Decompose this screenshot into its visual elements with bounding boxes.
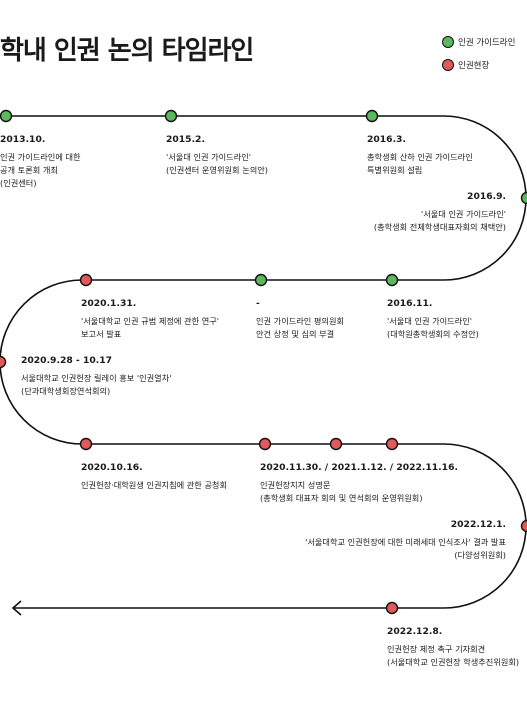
event-2013-10: 2013.10. 인권 가이드라인에 대한 공개 토론회 개최 (인권센터)	[0, 133, 81, 190]
node-2016-3	[365, 109, 379, 123]
event-council: - 인권 가이드라인 평의원회 안건 상정 및 심의 부결	[256, 297, 344, 341]
event-desc: 총학생회 산하 인권 가이드라인	[367, 152, 473, 162]
event-date: 2020.10.16.	[81, 462, 143, 473]
node-2020-10-16	[79, 437, 93, 451]
legend-label-charter: 인권현장	[458, 60, 490, 71]
event-desc: 공개 토론회 개최	[0, 165, 58, 175]
event-desc: 인권헌장지지 성명문	[260, 480, 331, 490]
legend: 인권 가이드라인 인권현장	[442, 34, 527, 80]
event-date: 2016.11.	[387, 298, 433, 309]
event-desc: 안건 상정 및 심의 부결	[256, 329, 335, 339]
event-date: 2020.11.30. / 2021.1.12. / 2022.11.16.	[260, 462, 458, 473]
event-desc: 특별위원회 설립	[367, 165, 423, 175]
node-council	[254, 273, 268, 287]
event-desc: '서울대학교 인권 규범 제정에 관한 연구'	[81, 316, 220, 326]
legend-green-dot-icon	[442, 35, 454, 48]
event-date: 2016.3.	[367, 134, 406, 145]
event-desc: 인권헌장 제정 촉구 기자회견	[387, 644, 486, 654]
event-desc: (총학생회 전체학생대표자회의 채택안)	[373, 222, 506, 232]
node-2015-2	[164, 109, 178, 123]
arrow-left-icon	[11, 600, 22, 616]
event-desc: 인권헌장·대학원생 인권지침에 관한 공청회	[81, 480, 227, 490]
event-2020-10-16: 2020.10.16. 인권헌장·대학원생 인권지침에 관한 공청회	[81, 461, 227, 492]
event-2015-2: 2015.2. '서울대 인권 가이드라인' (인권센터 운영위원회 논의안)	[166, 133, 268, 177]
event-2020-9-28: 2020.9.28 - 10.17 서울대학교 인권헌장 릴레이 홍보 '인권열…	[21, 354, 172, 398]
event-desc: (서울대학교 인권헌장 학생추진위원회)	[387, 657, 520, 667]
legend-item-guideline: 인권 가이드라인	[442, 34, 527, 49]
event-desc: (인권센터)	[0, 178, 37, 188]
event-desc: '서울대학교 인권헌장에 대한 미래세대 인식조사' 결과 발표	[305, 537, 506, 547]
event-date: 2022.12.1.	[450, 519, 506, 530]
node-2021-1-12	[329, 437, 343, 451]
node-2013-10	[0, 109, 13, 123]
event-desc: 서울대학교 인권헌장 릴레이 홍보 '인권열차'	[21, 373, 172, 383]
node-2020-9-28	[0, 355, 7, 369]
event-desc: (다양성위원회)	[454, 550, 506, 560]
event-2020-11-30: 2020.11.30. / 2021.1.12. / 2022.11.16. 인…	[260, 461, 458, 505]
event-2016-11: 2016.11. '서울대 인권 가이드라인' (대학원총학생회의 수정안)	[387, 297, 479, 341]
event-desc: 보고서 발표	[81, 329, 122, 339]
event-date: 2020.9.28 - 10.17	[21, 355, 113, 366]
event-desc: (대학원총학생회의 수정안)	[387, 329, 479, 339]
node-2020-1-31	[79, 273, 93, 287]
node-2020-11-30	[258, 437, 272, 451]
node-2016-9	[520, 191, 527, 205]
event-desc: '서울대 인권 가이드라인'	[166, 152, 252, 162]
event-desc: 인권 가이드라인에 대한	[0, 152, 81, 162]
event-2016-9: 2016.9. '서울대 인권 가이드라인' (총학생회 전체학생대표자회의 채…	[374, 190, 506, 234]
event-desc: 인권 가이드라인 평의원회	[256, 316, 345, 326]
legend-label-guideline: 인권 가이드라인	[458, 37, 516, 48]
event-2020-1-31: 2020.1.31. '서울대학교 인권 규범 제정에 관한 연구' 보고서 발…	[81, 297, 219, 341]
event-desc: (총학생회 대표자 회의 및 연석회의 운영위원회)	[260, 493, 423, 503]
node-2022-12-1	[520, 519, 527, 533]
event-date: 2020.1.31.	[81, 298, 137, 309]
event-date: -	[256, 298, 260, 309]
node-2016-11	[385, 273, 399, 287]
legend-red-dot-icon	[442, 58, 454, 71]
node-2022-11-16	[385, 437, 399, 451]
page-title: 학내 인권 논의 타임라인	[0, 36, 254, 66]
event-date: 2016.9.	[467, 191, 506, 202]
event-date: 2013.10.	[0, 134, 46, 145]
event-desc: (인권센터 운영위원회 논의안)	[166, 165, 268, 175]
event-desc: (단과대학생회장연석회의)	[21, 386, 111, 396]
node-2022-12-8	[385, 601, 399, 615]
legend-item-charter: 인권현장	[442, 57, 527, 72]
event-date: 2022.12.8.	[387, 626, 443, 637]
event-date: 2015.2.	[166, 134, 205, 145]
event-desc: '서울대 인권 가이드라인'	[420, 209, 506, 219]
event-2016-3: 2016.3. 총학생회 산하 인권 가이드라인 특별위원회 설립	[367, 133, 473, 177]
event-desc: '서울대 인권 가이드라인'	[387, 316, 473, 326]
event-2022-12-1: 2022.12.1. '서울대학교 인권헌장에 대한 미래세대 인식조사' 결과…	[305, 518, 506, 562]
event-2022-12-8: 2022.12.8. 인권헌장 제정 촉구 기자회견 (서울대학교 인권헌장 학…	[387, 625, 519, 669]
